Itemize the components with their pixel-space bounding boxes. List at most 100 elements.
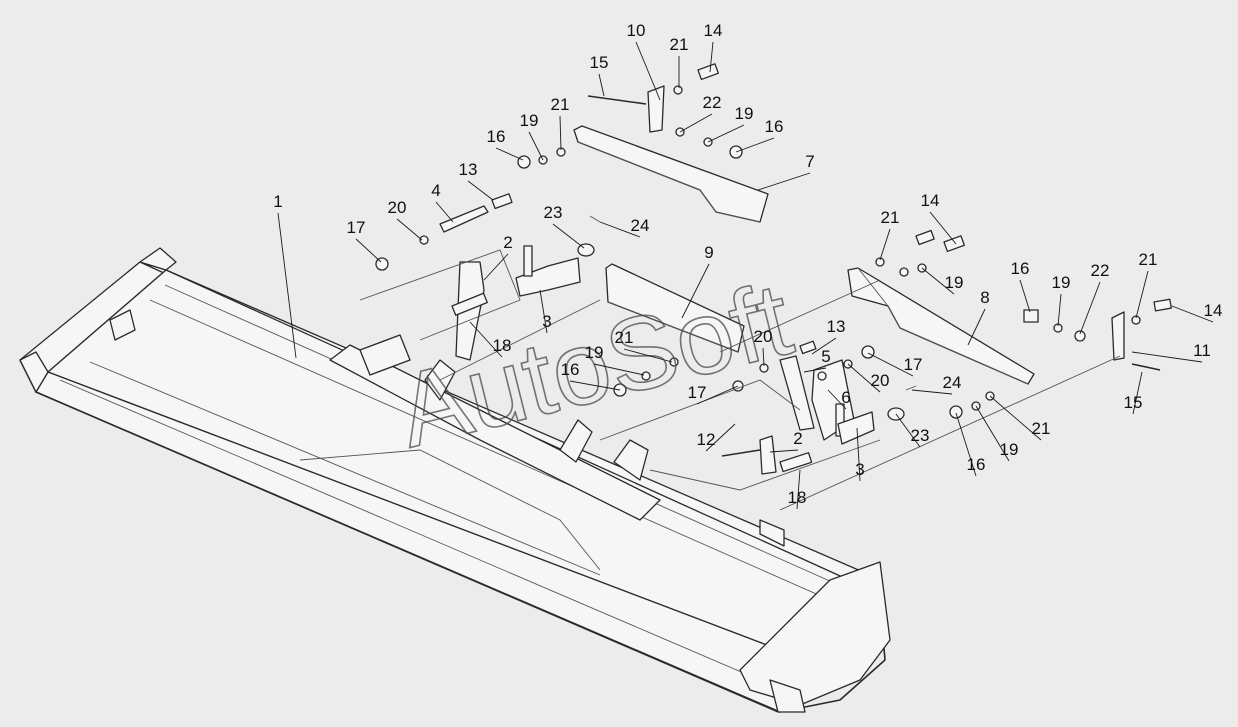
- callout-number: 3: [855, 460, 864, 479]
- callout-number: 19: [1052, 273, 1071, 292]
- callout-leader: [552, 223, 585, 249]
- callout-number: 1: [273, 192, 282, 211]
- callout-number: 18: [493, 336, 512, 355]
- callout-number: 16: [487, 127, 506, 146]
- callout-number: 14: [1204, 301, 1223, 320]
- callout-leader: [847, 363, 881, 393]
- callout-number: 23: [911, 426, 930, 445]
- callout-number: 14: [921, 191, 940, 210]
- callout-leader: [769, 449, 799, 453]
- main-frame: [19, 247, 891, 713]
- callout-number: 19: [585, 343, 604, 362]
- callout-number: 7: [805, 152, 814, 171]
- upper-shield: [573, 125, 769, 223]
- callout-number: 16: [561, 360, 580, 379]
- callout-leader: [623, 348, 673, 363]
- callout-number: 8: [980, 288, 989, 307]
- right-shield: [847, 267, 1035, 385]
- callout-number: 20: [388, 198, 407, 217]
- callout-leader: [856, 427, 861, 482]
- callout-number: 9: [704, 243, 713, 262]
- assembly-lines: [359, 249, 1121, 511]
- callout-leader: [975, 405, 1010, 462]
- callout-leader: [1079, 281, 1101, 335]
- callout-leader: [593, 363, 645, 376]
- callout-leader: [1019, 279, 1031, 313]
- callout-number: 21: [670, 35, 689, 54]
- callout-leader: [435, 201, 454, 223]
- callout-leader: [635, 41, 661, 101]
- callout-number: 22: [1091, 261, 1110, 280]
- callout-leader: [911, 389, 953, 395]
- callout-leader: [709, 41, 714, 73]
- callout-number: 19: [945, 273, 964, 292]
- callout-leader: [467, 180, 494, 201]
- callout-number: 15: [590, 53, 609, 72]
- callout-leader: [879, 228, 891, 261]
- callout-leader: [528, 131, 544, 161]
- callout-leader: [707, 124, 745, 143]
- callout-leader: [696, 385, 739, 405]
- callout-leader: [681, 263, 710, 319]
- callout-number: 21: [615, 328, 634, 347]
- callout-leader: [1132, 371, 1143, 415]
- callout-number: 6: [841, 388, 850, 407]
- callout-leader: [559, 115, 562, 151]
- callout-number: 18: [788, 488, 807, 507]
- callout-leader: [539, 289, 548, 334]
- callout-leader: [483, 253, 509, 281]
- callout-leader: [803, 367, 827, 373]
- callout-number: 14: [704, 21, 723, 40]
- callout-leader: [989, 395, 1042, 441]
- callout-leader: [569, 380, 621, 391]
- callout-number: 24: [943, 373, 962, 392]
- callout-leader: [679, 113, 713, 133]
- callout-leader: [811, 337, 837, 355]
- callout-leader: [495, 147, 524, 161]
- callout-leader: [796, 469, 801, 510]
- callout-number: 20: [754, 327, 773, 346]
- callout-leader: [921, 267, 955, 295]
- callout-leader: [277, 212, 297, 359]
- callout-leader: [1135, 270, 1149, 319]
- callout-number: 12: [697, 430, 716, 449]
- callout-number: 17: [904, 355, 923, 374]
- callout-leader: [469, 321, 503, 358]
- callout-leader: [867, 352, 914, 377]
- middle-guard: [605, 263, 745, 353]
- callout-leader: [757, 172, 811, 191]
- callout-number: 17: [688, 383, 707, 402]
- callout-number: 2: [793, 429, 802, 448]
- callout-number: 16: [1011, 259, 1030, 278]
- callout-leader: [1171, 305, 1214, 323]
- callout-leader: [929, 211, 957, 245]
- callout-leader: [1131, 351, 1203, 363]
- callout-number: 2: [503, 233, 512, 252]
- callout-number: 3: [542, 312, 551, 331]
- callout-number: 16: [765, 117, 784, 136]
- callout-leader: [735, 137, 775, 153]
- callout-number: 21: [551, 95, 570, 114]
- callout-number: 15: [1124, 393, 1143, 412]
- callout-leader: [598, 73, 605, 97]
- callout-number: 21: [1032, 419, 1051, 438]
- callout-number: 11: [1193, 341, 1211, 360]
- callout-leader: [599, 221, 641, 238]
- callout-leader: [705, 423, 736, 452]
- callout-number: 19: [1000, 440, 1019, 459]
- callout-leader: [1057, 293, 1062, 327]
- callout-number: 21: [1139, 250, 1158, 269]
- callout-leader: [895, 413, 921, 448]
- callout-number: 21: [881, 208, 900, 227]
- callout-number: 16: [967, 455, 986, 474]
- watermark: AutoSoft: [387, 261, 802, 470]
- callout-number: 22: [703, 93, 722, 112]
- callout-number: 13: [459, 160, 478, 179]
- callout-number: 24: [631, 216, 650, 235]
- fasteners: [451, 63, 1172, 473]
- callout-leader: [762, 347, 765, 367]
- callout-leader: [955, 412, 977, 477]
- callout-number: 4: [431, 181, 440, 200]
- callout-number: 13: [827, 317, 846, 336]
